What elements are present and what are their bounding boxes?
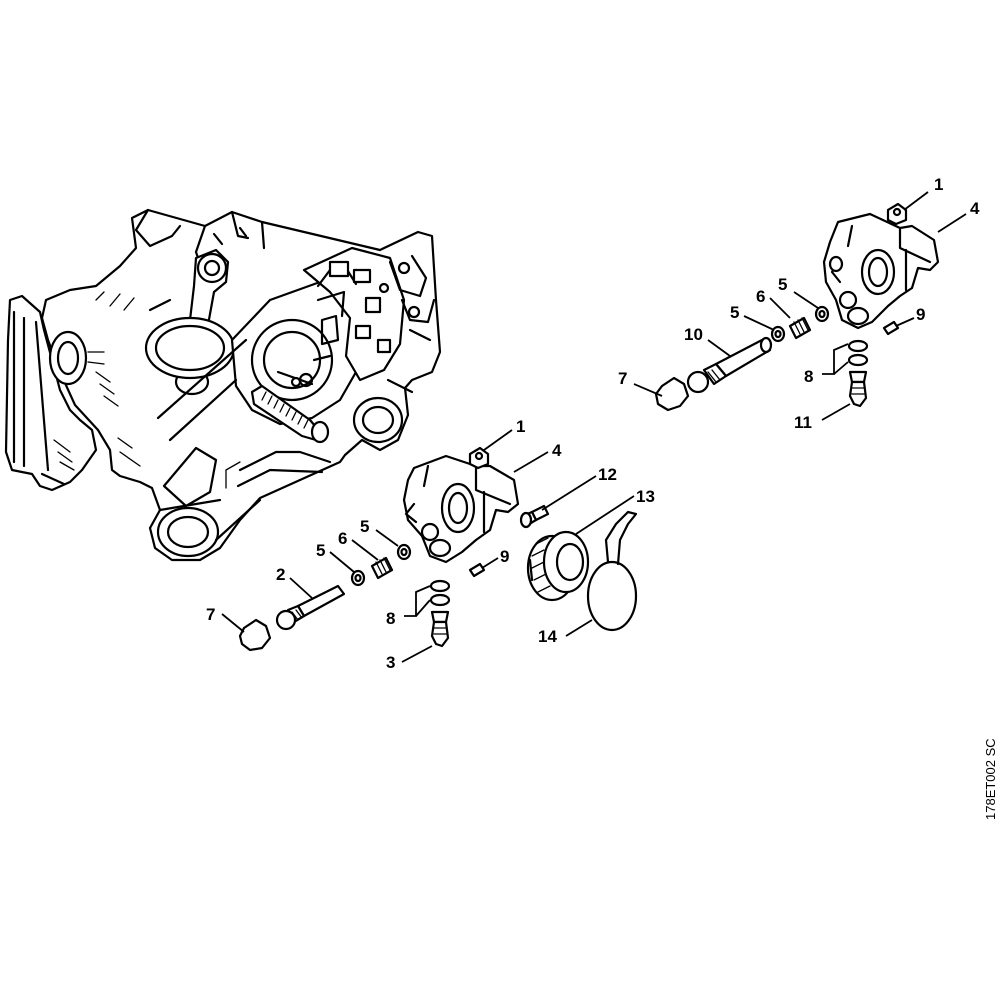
o-ring-lower-a — [429, 579, 451, 593]
cap-lower — [238, 618, 272, 652]
pump-housing-lower — [402, 454, 520, 564]
washer-lower-left — [350, 569, 366, 587]
worm-gear — [526, 530, 590, 602]
spring-lower — [370, 556, 394, 580]
callout-upper-5-right: 5 — [778, 275, 787, 294]
callout-upper-5-left: 5 — [730, 303, 739, 322]
callout-lower-9: 9 — [500, 547, 509, 566]
leader-lines — [221, 191, 967, 663]
callout-lower-4: 4 — [552, 441, 562, 460]
callout-lower-8: 8 — [386, 609, 395, 628]
o-ring-upper-a — [847, 339, 869, 353]
callout-lower-3: 3 — [386, 653, 395, 672]
callout-upper-11: 11 — [794, 413, 812, 432]
callout-upper-8: 8 — [804, 367, 813, 386]
callouts-upper: 1 4 5 6 5 10 7 9 8 11 — [618, 175, 980, 432]
washer-upper-left — [770, 325, 786, 343]
oil-pump-assembly-lower — [238, 446, 638, 652]
callout-lower-1: 1 — [516, 417, 525, 436]
reference-code: 178ET002 SC — [983, 738, 998, 820]
callout-upper-9: 9 — [916, 305, 925, 324]
pin-upper — [882, 320, 900, 336]
nut-upper — [886, 202, 908, 226]
o-ring-upper-b — [847, 353, 869, 367]
callout-lower-5-right: 5 — [360, 517, 369, 536]
nut-lower — [468, 446, 490, 470]
callout-lower-14: 14 — [538, 627, 557, 646]
callout-lower-2: 2 — [276, 565, 285, 584]
callout-upper-10: 10 — [684, 325, 703, 344]
pin-lower — [468, 562, 486, 578]
callout-upper-4: 4 — [970, 199, 980, 218]
cap-upper — [654, 376, 690, 412]
pump-housing-upper — [822, 212, 940, 330]
callouts-lower: 1 4 12 13 5 6 5 9 2 7 8 3 14 — [206, 417, 655, 672]
pump-piston-lower — [275, 584, 346, 631]
spring-upper — [788, 316, 812, 340]
washer-upper-right — [814, 305, 830, 323]
callout-lower-6: 6 — [338, 529, 347, 548]
callout-lower-13: 13 — [636, 487, 655, 506]
washer-lower-right — [396, 543, 412, 561]
oil-pump-assembly-upper — [654, 202, 940, 412]
pump-piston-upper — [686, 336, 773, 394]
adjusting-screw-lower — [430, 610, 450, 648]
spring-clip — [586, 510, 638, 632]
adjusting-screw-upper — [848, 370, 868, 408]
crankcase — [4, 208, 442, 562]
callout-lower-5-left: 5 — [316, 541, 325, 560]
callout-lower-7: 7 — [206, 605, 215, 624]
callout-upper-6: 6 — [756, 287, 765, 306]
callout-upper-1: 1 — [934, 175, 943, 194]
callout-upper-7: 7 — [618, 369, 627, 388]
callout-lower-12: 12 — [598, 465, 617, 484]
o-ring-lower-b — [429, 593, 451, 607]
